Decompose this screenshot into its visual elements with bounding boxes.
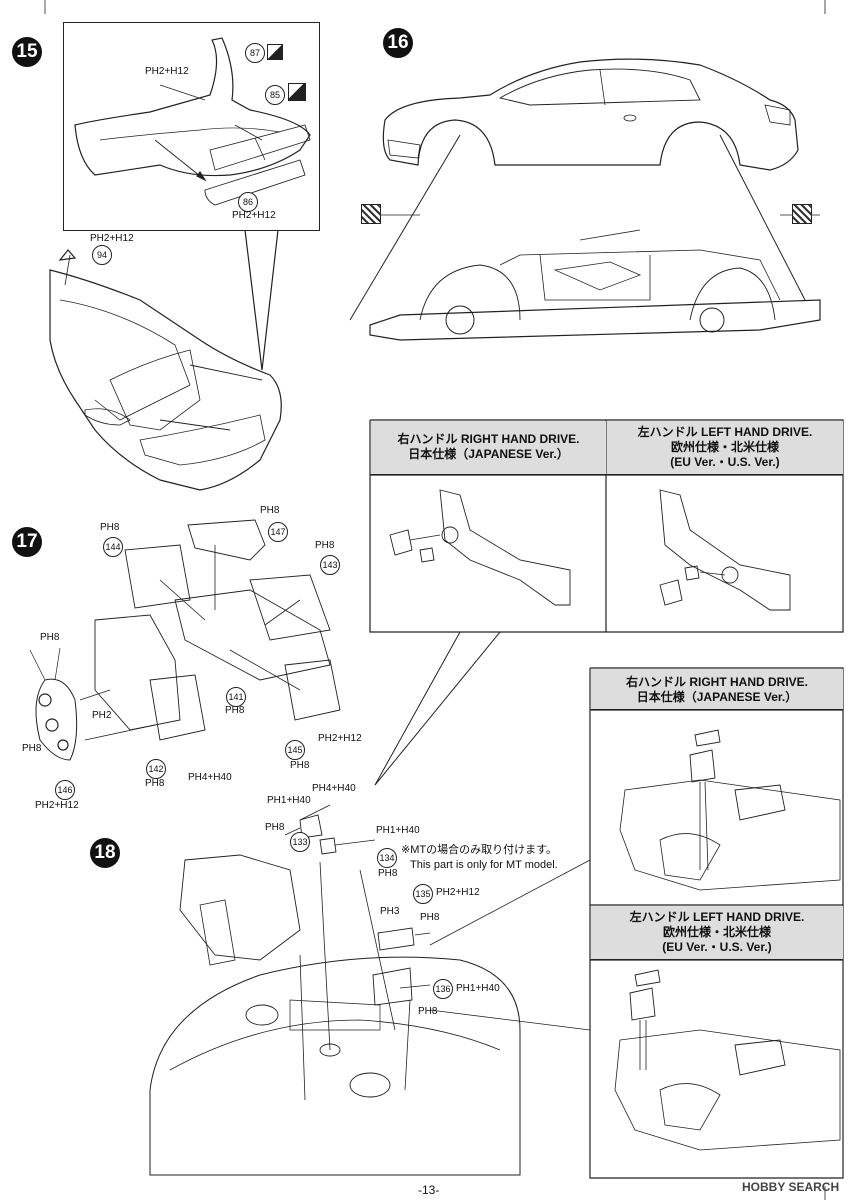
- part-85: 85: [265, 85, 285, 105]
- rhd-side-line1: 右ハンドル RIGHT HAND DRIVE.: [625, 675, 808, 689]
- lhd-top-line2: 欧州仕様・北米仕様: [670, 440, 779, 454]
- paint-code: PH8: [22, 743, 42, 754]
- rhd-top-line2: 日本仕様（JAPANESE Ver.）: [408, 447, 569, 461]
- paint-code: PH8: [260, 505, 280, 516]
- paint-code: PH8: [378, 868, 398, 879]
- step-17-number: 17: [12, 527, 42, 557]
- step-15-number: 15: [12, 37, 42, 67]
- lhd-top-title: 左ハンドル LEFT HAND DRIVE. 欧州仕様・北米仕様 (EU Ver…: [607, 425, 843, 470]
- paint-code: PH3: [380, 906, 400, 917]
- paint-code: PH2+H12: [35, 800, 79, 811]
- paint-code: PH4+H40: [312, 783, 356, 794]
- part-94: 94: [92, 245, 112, 265]
- paint-code: PH8: [40, 632, 60, 643]
- paint-code: PH2+H12: [318, 733, 362, 744]
- paint-code: PH1+H40: [267, 795, 311, 806]
- mt-only-note-en: This part is only for MT model.: [410, 859, 558, 871]
- paint-code: PH2+H12: [145, 66, 189, 77]
- lhd-side-title: 左ハンドル LEFT HAND DRIVE. 欧州仕様・北米仕様 (EU Ver…: [591, 910, 843, 955]
- part-145: 145: [285, 740, 305, 760]
- rhd-top-title: 右ハンドル RIGHT HAND DRIVE. 日本仕様（JAPANESE Ve…: [371, 432, 606, 462]
- step-16-number: 16: [383, 28, 413, 58]
- rhd-side-header-bg: [591, 669, 843, 710]
- lhd-side-line2: 欧州仕様・北米仕様: [662, 925, 771, 939]
- rhd-top-line1: 右ハンドル RIGHT HAND DRIVE.: [397, 432, 580, 446]
- paint-code: PH8: [418, 1006, 438, 1017]
- paint-code: PH8: [315, 540, 335, 551]
- no-glue-icon: [792, 204, 812, 224]
- paint-code: PH8: [265, 822, 285, 833]
- paint-code: PH2+H12: [436, 887, 480, 898]
- paint-code: PH1+H40: [376, 825, 420, 836]
- paint-code: PH8: [145, 778, 165, 789]
- step-15-detail-frame: [63, 22, 320, 231]
- glue-icon: [267, 44, 283, 60]
- part-144: 144: [103, 537, 123, 557]
- rhd-side-line2: 日本仕様（JAPANESE Ver.）: [636, 690, 798, 704]
- lhd-top-line1: 左ハンドル LEFT HAND DRIVE.: [637, 425, 813, 439]
- paint-code: PH8: [290, 760, 310, 771]
- paint-code: PH8: [225, 705, 245, 716]
- part-141: 141: [226, 687, 246, 707]
- paint-code: PH1+H40: [456, 983, 500, 994]
- part-147: 147: [268, 522, 288, 542]
- part-146: 146: [55, 780, 75, 800]
- paint-code: PH8: [100, 522, 120, 533]
- lhd-side-line1: 左ハンドル LEFT HAND DRIVE.: [629, 910, 805, 924]
- part-142: 142: [146, 759, 166, 779]
- step-18-number: 18: [90, 838, 120, 868]
- rhd-side-title: 右ハンドル RIGHT HAND DRIVE. 日本仕様（JAPANESE Ve…: [591, 675, 843, 705]
- part-143: 143: [320, 555, 340, 575]
- part-134: 134: [377, 848, 397, 868]
- part-133: 133: [290, 832, 310, 852]
- no-glue-icon: [361, 204, 381, 224]
- paint-code: PH2+H12: [90, 233, 134, 244]
- page-number: -13-: [418, 1183, 440, 1197]
- part-86: 86: [238, 192, 258, 212]
- rhd-top-header-bg: [371, 421, 606, 475]
- part-136: 136: [433, 979, 453, 999]
- paint-code: PH2: [92, 710, 112, 721]
- paint-code: PH4+H40: [188, 772, 232, 783]
- lhd-side-line3: (EU Ver.・U.S. Ver.): [662, 940, 772, 954]
- watermark: HOBBY SEARCH: [742, 1180, 840, 1194]
- lhd-top-line3: (EU Ver.・U.S. Ver.): [670, 455, 780, 469]
- mt-only-note-jp: ※MTの場合のみ取り付けます。: [401, 844, 557, 856]
- lhd-top-header-bg: [607, 421, 843, 475]
- part-135: 135: [413, 884, 433, 904]
- lhd-side-header-bg: [591, 906, 843, 960]
- paint-code: PH8: [420, 912, 440, 923]
- part-87: 87: [245, 43, 265, 63]
- paint-code: PH2+H12: [232, 210, 276, 221]
- cement-icon: [288, 83, 306, 101]
